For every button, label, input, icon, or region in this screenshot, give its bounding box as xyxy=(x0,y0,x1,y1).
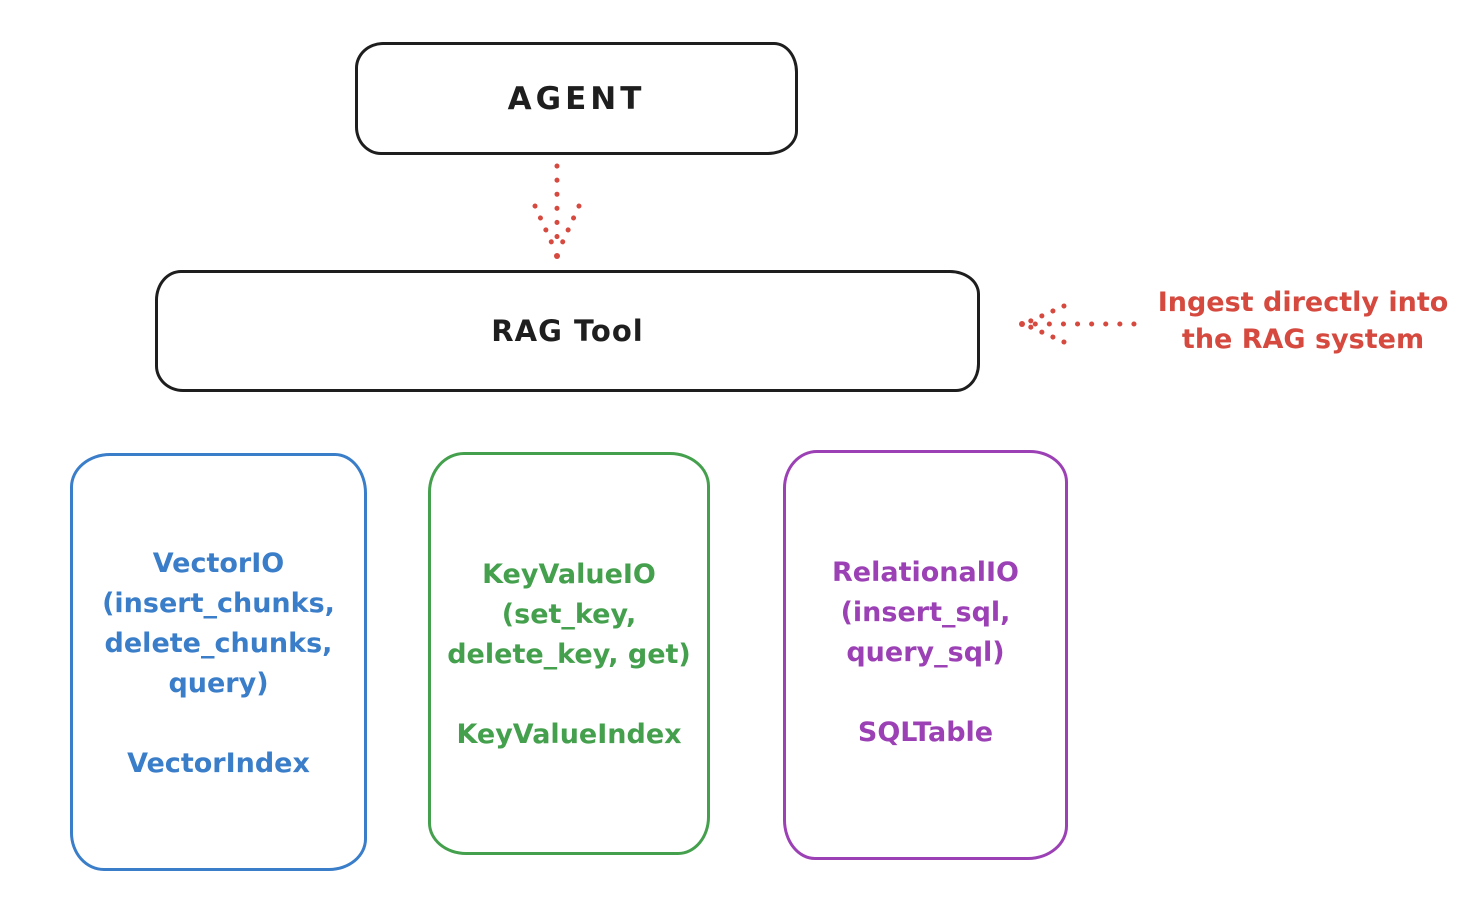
agent-to-rag-arrow xyxy=(532,163,582,259)
rag-tool-node-label: RAG Tool xyxy=(491,314,644,348)
annotation-to-rag-arrow xyxy=(1019,303,1137,345)
annotation-text: Ingest directly into the RAG system xyxy=(1157,287,1449,355)
vector-index-label: VectorIndex xyxy=(127,748,310,779)
keyvalue-io-card-body: KeyValueIO (set_key, delete_key, get) Ke… xyxy=(431,555,707,755)
agent-node-label: AGENT xyxy=(507,80,646,117)
vector-io-label: VectorIO (insert_chunks, delete_chunks, … xyxy=(102,548,335,699)
relational-io-label: RelationalIO (insert_sql, query_sql) xyxy=(832,557,1019,668)
vector-io-card-body: VectorIO (insert_chunks, delete_chunks, … xyxy=(73,544,364,784)
keyvalue-index-label: KeyValueIndex xyxy=(456,719,682,750)
vector-io-card: VectorIO (insert_chunks, delete_chunks, … xyxy=(70,453,367,871)
rag-tool-node: RAG Tool xyxy=(155,270,980,392)
agent-node: AGENT xyxy=(355,42,798,155)
relational-io-card: RelationalIO (insert_sql, query_sql) SQL… xyxy=(783,450,1068,860)
relational-io-card-body: RelationalIO (insert_sql, query_sql) SQL… xyxy=(786,553,1065,753)
sql-table-label: SQLTable xyxy=(857,717,994,748)
keyvalue-io-card: KeyValueIO (set_key, delete_key, get) Ke… xyxy=(428,452,710,855)
keyvalue-io-label: KeyValueIO (set_key, delete_key, get) xyxy=(447,559,691,670)
